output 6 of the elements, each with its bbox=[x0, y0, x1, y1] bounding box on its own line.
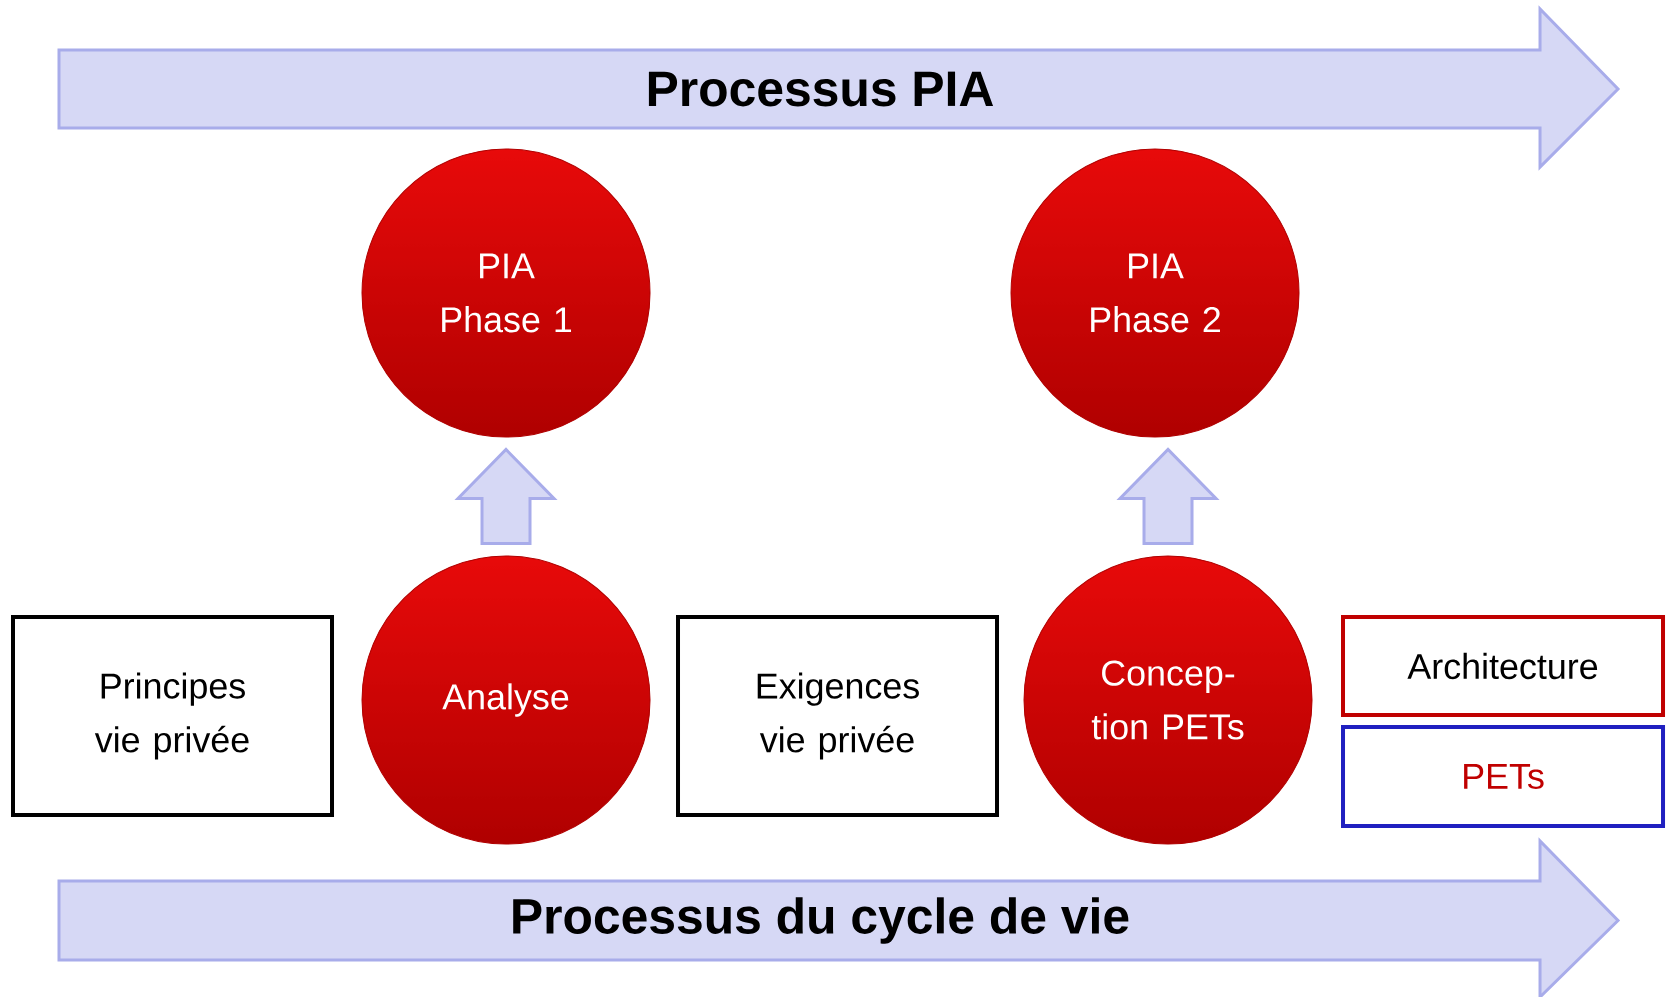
text-box: Architecture bbox=[1341, 615, 1665, 717]
text-box: Principes vie privée bbox=[11, 615, 334, 817]
text-box: PETs bbox=[1341, 725, 1665, 828]
block-arrow bbox=[1116, 447, 1220, 545]
text-box: Exigences vie privée bbox=[676, 615, 999, 817]
block-arrow bbox=[454, 447, 558, 545]
